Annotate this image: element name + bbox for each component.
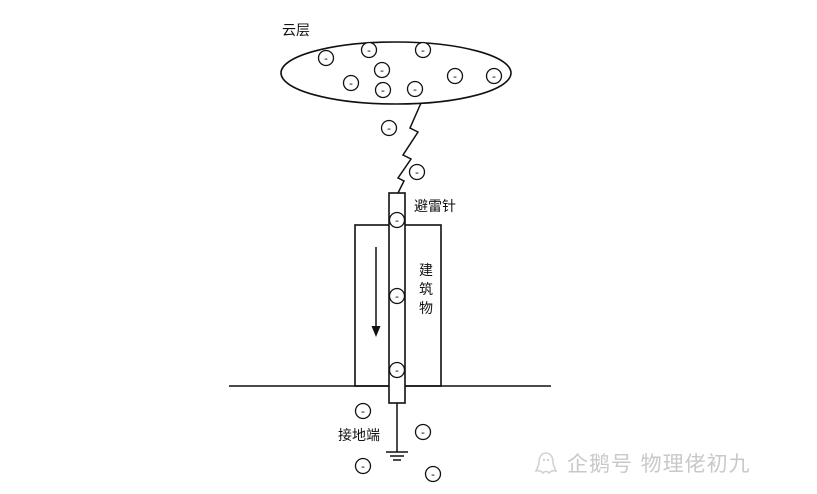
charge: - [342,74,360,92]
svg-text:-: - [361,405,365,418]
watermark-text: 企鹅号 物理佬初九 [567,452,751,476]
charge: - [388,211,406,229]
lightning-rod-label: 避雷针 [414,199,456,215]
penguin-icon [534,452,558,475]
svg-text:-: - [349,77,353,90]
svg-text:-: - [421,44,425,57]
cloud-label: 云层 [282,23,310,39]
current-arrow-head [371,326,381,337]
charge: - [414,41,432,59]
charge: - [373,61,391,79]
charge: - [408,163,426,181]
svg-text:-: - [395,290,399,303]
lightning-bolt [396,102,422,194]
svg-text:-: - [324,52,328,65]
charge: - [317,49,335,67]
charge: - [424,465,442,483]
cloud-layer [280,41,512,105]
charge: - [380,119,398,137]
svg-text:-: - [395,364,399,377]
svg-text:-: - [492,70,496,83]
svg-text:-: - [431,468,435,481]
building-label: 建筑物 [419,263,433,317]
ground-terminal-label: 接地端 [338,428,380,444]
charge: - [354,457,372,475]
charge: - [388,361,406,379]
charge: - [360,41,378,59]
svg-text:-: - [380,64,384,77]
svg-text:-: - [387,122,391,135]
charge: - [374,81,392,99]
charge: - [388,287,406,305]
charge: - [406,80,424,98]
svg-text:-: - [367,44,371,57]
charge: - [485,67,503,85]
charge: - [446,67,464,85]
charge: - [354,402,372,420]
svg-text:-: - [395,214,399,227]
svg-text:-: - [421,426,425,439]
svg-text:-: - [381,84,385,97]
charges-group: - - - - - - - - - - - - - - - - - - [317,41,503,483]
svg-text:-: - [415,166,419,179]
svg-text:-: - [413,83,417,96]
svg-text:-: - [361,460,365,473]
watermark: 企鹅号 物理佬初九 [533,448,751,478]
svg-text:-: - [453,70,457,83]
charge: - [414,423,432,441]
